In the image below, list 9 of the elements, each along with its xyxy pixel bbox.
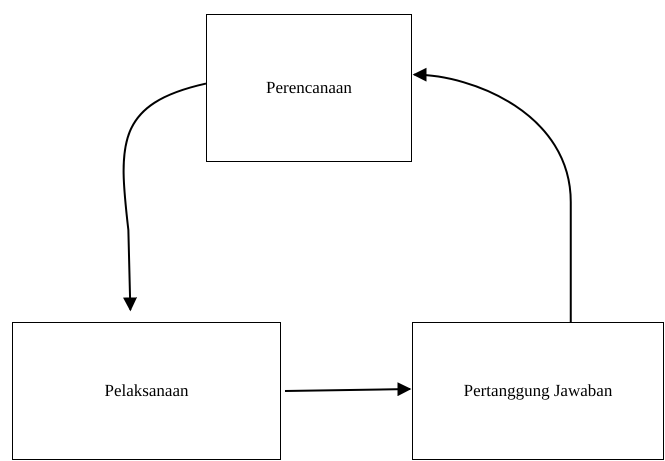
arrow: [122, 82, 206, 312]
box-label: Pertanggung Jawaban: [462, 380, 614, 402]
process-box: [12, 322, 281, 460]
process-box: [206, 14, 412, 162]
arrow: [412, 68, 572, 322]
box-label: Pelaksanaan: [103, 380, 190, 402]
box-label: Perencanaan: [265, 77, 353, 100]
arrow: [284, 382, 412, 396]
process-box: [412, 322, 664, 460]
